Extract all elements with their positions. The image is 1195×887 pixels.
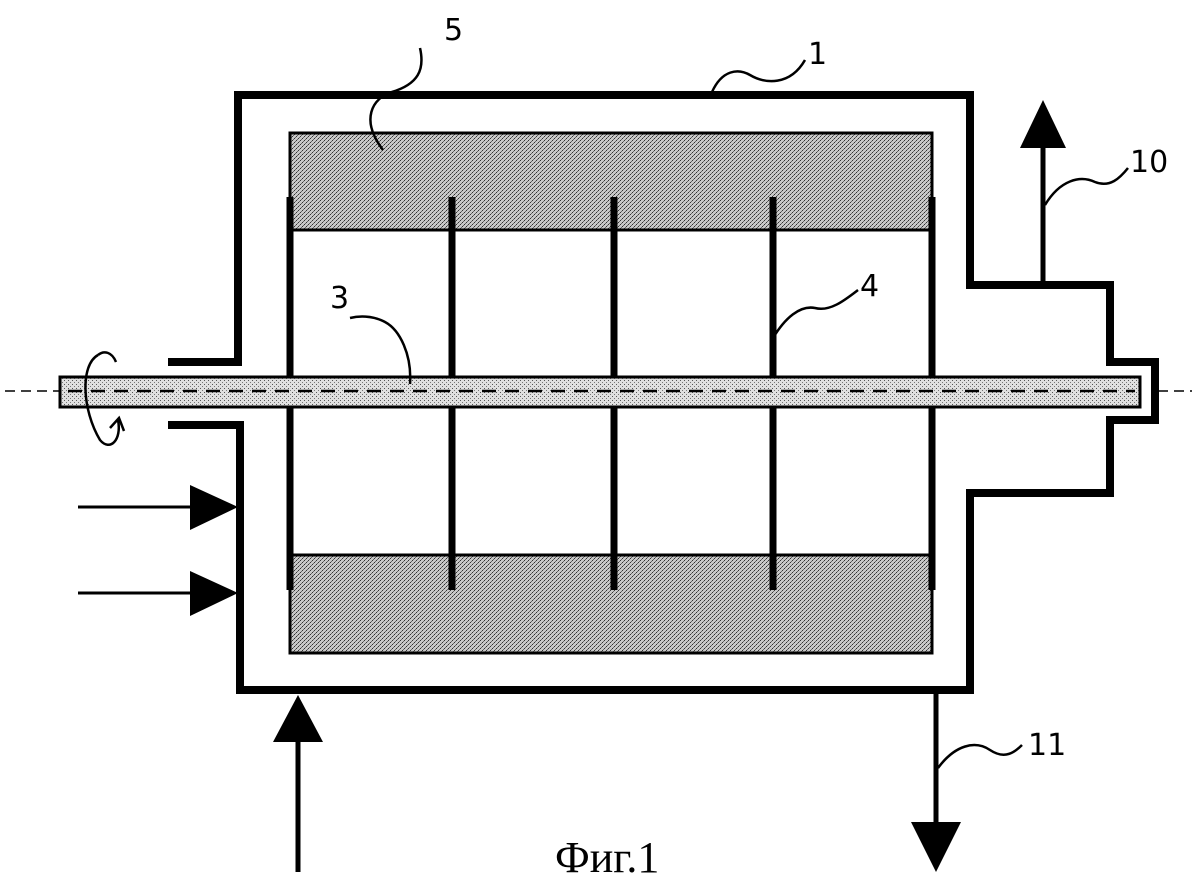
inlet-arrow-upper bbox=[78, 485, 238, 530]
outlet-arrow-bottom bbox=[911, 690, 961, 872]
inlet-arrow-lower bbox=[78, 571, 238, 616]
label-housing: 1 bbox=[808, 37, 827, 72]
label-outlet-top: 10 bbox=[1130, 145, 1168, 180]
leader-housing bbox=[712, 60, 805, 92]
label-layer: 5 bbox=[444, 13, 463, 48]
leader-outlet-bottom bbox=[938, 745, 1022, 768]
outlet-arrow-top bbox=[1020, 100, 1066, 287]
label-shaft: 3 bbox=[330, 281, 349, 316]
label-blades: 4 bbox=[860, 269, 879, 304]
leader-outlet-top bbox=[1045, 168, 1128, 205]
inlet-arrow-bottom bbox=[273, 695, 323, 872]
leader-shaft bbox=[350, 317, 410, 384]
leader-blade bbox=[773, 290, 858, 338]
figure-caption: Фиг.1 bbox=[555, 833, 659, 882]
label-outlet-bottom: 11 bbox=[1028, 728, 1066, 763]
